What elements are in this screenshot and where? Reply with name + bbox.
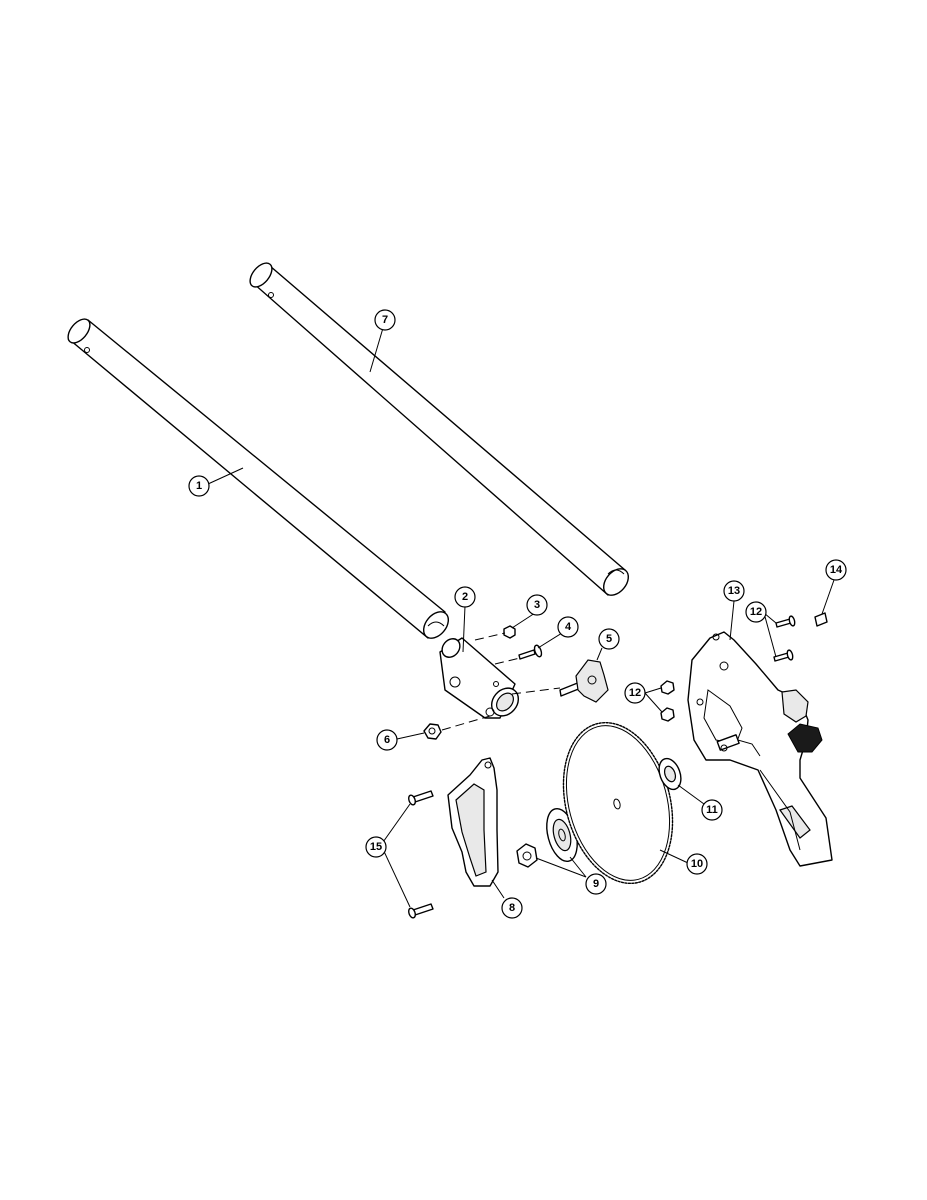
callout-5: 5 [598, 628, 620, 650]
nut-part-12-lower [660, 707, 675, 722]
tube-part-7 [249, 262, 630, 596]
leader-lines [207, 327, 835, 908]
callout-7-label: 7 [382, 314, 388, 326]
nut-part-3 [503, 625, 516, 639]
callout-14: 14 [825, 559, 847, 581]
callout-14-label: 14 [830, 564, 843, 576]
callout-8-label: 8 [509, 902, 515, 914]
callout-15: 15 [365, 836, 387, 858]
knob-part-5 [559, 659, 609, 703]
callout-12b-label: 12 [750, 606, 762, 618]
callout-3-label: 3 [534, 599, 540, 611]
callout-4: 4 [557, 616, 579, 638]
callout-8: 8 [501, 897, 523, 919]
bolt-part-15-upper [408, 790, 434, 806]
callout-10: 10 [686, 853, 708, 875]
nut-part-6 [423, 723, 442, 740]
callout-9-label: 9 [593, 878, 599, 890]
callout-12a: 12 [624, 682, 646, 704]
blade-guard-part-8 [447, 757, 499, 887]
callout-2: 2 [454, 586, 476, 608]
screw-part-12-lower [773, 649, 794, 662]
callout-2-label: 2 [462, 591, 468, 603]
callout-6-label: 6 [384, 734, 390, 746]
callout-15-label: 15 [370, 841, 382, 853]
assembly-line-6 [441, 715, 491, 731]
callout-12a-label: 12 [629, 687, 641, 699]
callout-11-label: 11 [706, 804, 718, 816]
saw-blade-part-10 [562, 721, 674, 885]
callout-4-label: 4 [565, 621, 572, 633]
callout-9: 9 [585, 873, 607, 895]
callout-1-label: 1 [196, 480, 202, 492]
callout-12b: 12 [745, 601, 767, 623]
coupler-part-2 [439, 637, 520, 719]
assembly-line-5 [511, 687, 561, 695]
assembly-line-4 [494, 657, 521, 665]
flange-nut-part-9 [516, 843, 538, 868]
callout-5-label: 5 [606, 633, 612, 645]
callout-11: 11 [701, 799, 723, 821]
callout-13-label: 13 [728, 585, 740, 597]
callout-10-label: 10 [691, 858, 703, 870]
callout-3: 3 [526, 594, 548, 616]
screw-part-12-upper [775, 615, 796, 628]
callout-1: 1 [188, 475, 210, 497]
assembly-line-3 [474, 632, 506, 641]
mounting-bracket-part-13 [687, 631, 833, 867]
bushing-part-11 [658, 757, 682, 791]
callout-7: 7 [374, 309, 396, 331]
screw-part-14 [814, 612, 828, 627]
callout-13: 13 [723, 580, 745, 602]
callout-6: 6 [376, 729, 398, 751]
nut-part-12-upper [660, 680, 675, 695]
bolt-part-4 [518, 644, 543, 660]
tube-part-1 [67, 318, 450, 639]
bolt-part-15-lower [408, 903, 434, 919]
